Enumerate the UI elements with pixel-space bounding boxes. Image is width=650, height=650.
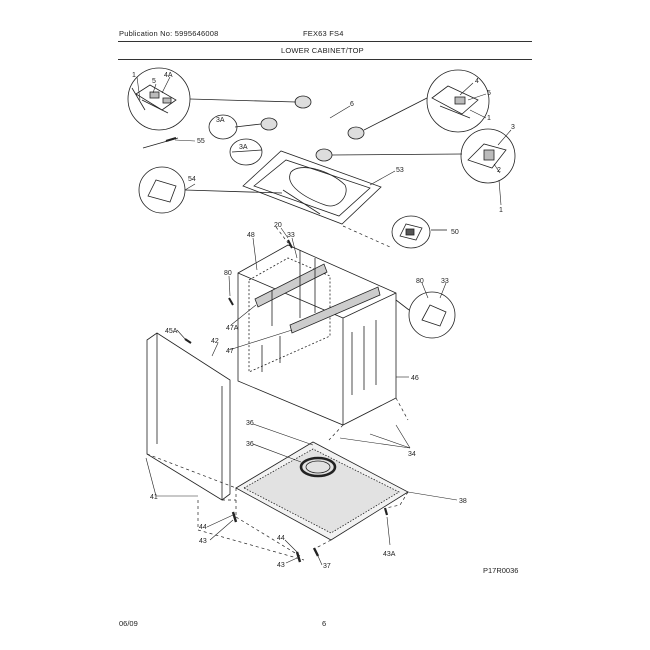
- callout-3a-lower: 3A: [239, 144, 248, 151]
- base-pan: [235, 441, 409, 541]
- callout-80-right: 80: [416, 278, 424, 285]
- header-rule-top: [118, 41, 532, 42]
- detail-oval-3a-lower: [229, 138, 263, 166]
- detail-oval-3a-upper: [208, 114, 238, 140]
- callout-44-lower: 44: [277, 535, 285, 542]
- callout-44: 44: [199, 524, 207, 531]
- callout-leaders: [136, 76, 512, 566]
- callout-43a: 43A: [383, 551, 396, 558]
- callout-1: 1: [132, 72, 136, 79]
- callout-4: 4: [475, 78, 479, 85]
- callout-42: 42: [211, 338, 219, 345]
- callout-labels: 1 4A 5 6 3A 55 3A 4 5 1 3 2 1 53 54 20 4…: [132, 72, 515, 570]
- callout-53: 53: [396, 167, 404, 174]
- cabinet-top-panel: [242, 150, 382, 225]
- page-number: 6: [322, 619, 327, 628]
- assembly-guides: [146, 225, 409, 561]
- header-rule-bottom: [118, 59, 532, 60]
- callout-1-lower: 1: [499, 207, 503, 214]
- callout-33-right: 33: [441, 278, 449, 285]
- callout-37: 37: [323, 563, 331, 570]
- callout-43: 43: [199, 538, 207, 545]
- callout-47a: 47A: [226, 325, 239, 332]
- leveling-foot-43-lower: [295, 551, 302, 563]
- callout-20: 20: [274, 222, 282, 229]
- callout-54: 54: [188, 176, 196, 183]
- leveling-foot-37: [312, 547, 320, 557]
- lower-cabinet-body: [237, 244, 397, 426]
- callout-55: 55: [197, 138, 205, 145]
- callout-4a: 4A: [164, 72, 173, 79]
- model-number: FEX63 FS4: [303, 29, 344, 38]
- callout-34: 34: [408, 451, 416, 458]
- callout-2: 2: [497, 167, 501, 174]
- callout-1-right: 1: [487, 115, 491, 122]
- callout-45a: 45A: [165, 328, 178, 335]
- callout-5: 5: [152, 78, 156, 85]
- figure-code: P17R0036: [483, 566, 519, 575]
- callout-50: 50: [451, 229, 459, 236]
- callout-41: 41: [150, 494, 158, 501]
- detail-circle-50: [391, 215, 431, 249]
- callout-5-right: 5: [487, 90, 491, 97]
- publication-number: Publication No: 5995646008: [119, 29, 219, 38]
- detail-circle-80-33: [408, 291, 456, 339]
- callout-46: 46: [411, 375, 419, 382]
- front-panel: [146, 332, 231, 501]
- callout-36: 36: [246, 420, 254, 427]
- screw-43a: [383, 507, 389, 516]
- callout-6: 6: [350, 101, 354, 108]
- callout-43-lower: 43: [277, 562, 285, 569]
- callout-48: 48: [247, 232, 255, 239]
- callout-80: 80: [224, 270, 232, 277]
- callout-3: 3: [511, 124, 515, 131]
- section-title: LOWER CABINET/TOP: [281, 46, 364, 55]
- lid-bumpers: [260, 95, 365, 162]
- detail-circle-54: [138, 166, 186, 214]
- callout-33: 33: [287, 232, 295, 239]
- leveling-foot-43-upper: [231, 511, 238, 523]
- callout-47: 47: [226, 348, 234, 355]
- detail-circle-right: [460, 128, 516, 184]
- callout-3a: 3A: [216, 117, 225, 124]
- callout-38: 38: [459, 498, 467, 505]
- callout-36-lower: 36: [246, 441, 254, 448]
- detail-circle-top-right: [426, 69, 490, 133]
- footer-date: 06/09: [119, 619, 138, 628]
